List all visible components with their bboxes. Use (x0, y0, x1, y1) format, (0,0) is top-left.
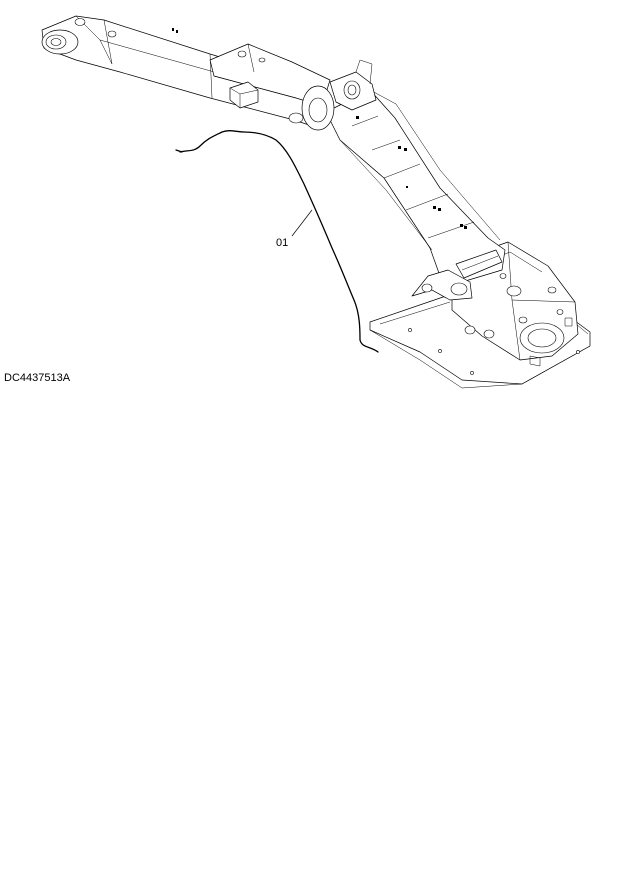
hose-01 (175, 130, 379, 353)
upper-arm (41, 15, 377, 131)
lower-boom (325, 89, 506, 283)
drawing-code: DC4437513A (4, 372, 71, 384)
callout-label: 01 (276, 237, 288, 249)
hose-clips (356, 116, 467, 229)
pivot-bracket (411, 269, 473, 301)
callout-leader (291, 209, 313, 237)
